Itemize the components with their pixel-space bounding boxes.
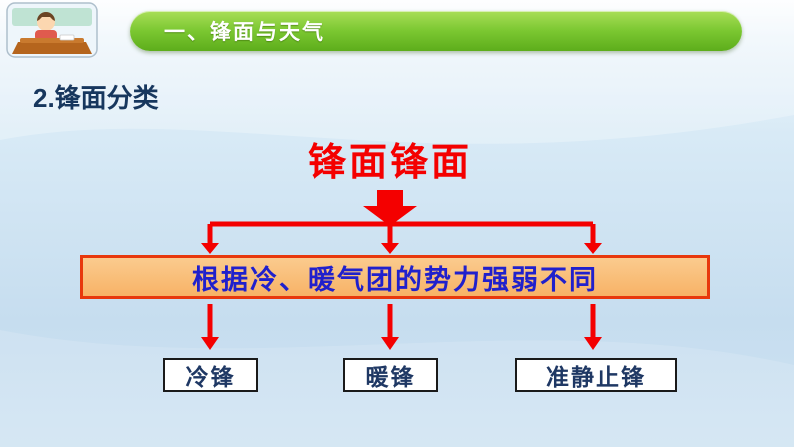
criteria-box: 根据冷、暖气团的势力强弱不同: [80, 255, 710, 299]
diagram-title: 锋面锋面: [307, 142, 472, 184]
section-title: 2.锋面分类: [33, 83, 159, 113]
classroom-illustration: [6, 2, 98, 58]
kid-hair-icon: [37, 12, 55, 21]
branch-box-cold-front: 冷锋: [163, 358, 258, 392]
branch-label: 暖锋: [365, 364, 416, 390]
branch-label: 冷锋: [185, 364, 236, 390]
desk-icon: [12, 42, 92, 54]
branch-label: 准静止锋: [546, 364, 646, 390]
criteria-text: 根据冷、暖气团的势力强弱不同: [192, 264, 598, 295]
book-icon: [59, 34, 75, 41]
branch-box-warm-front: 暖锋: [343, 358, 438, 392]
branch-box-quasi-stationary-front: 准静止锋: [515, 358, 677, 392]
section-banner: 一、锋面与天气: [130, 11, 742, 51]
banner-title: 一、锋面与天气: [164, 21, 325, 44]
